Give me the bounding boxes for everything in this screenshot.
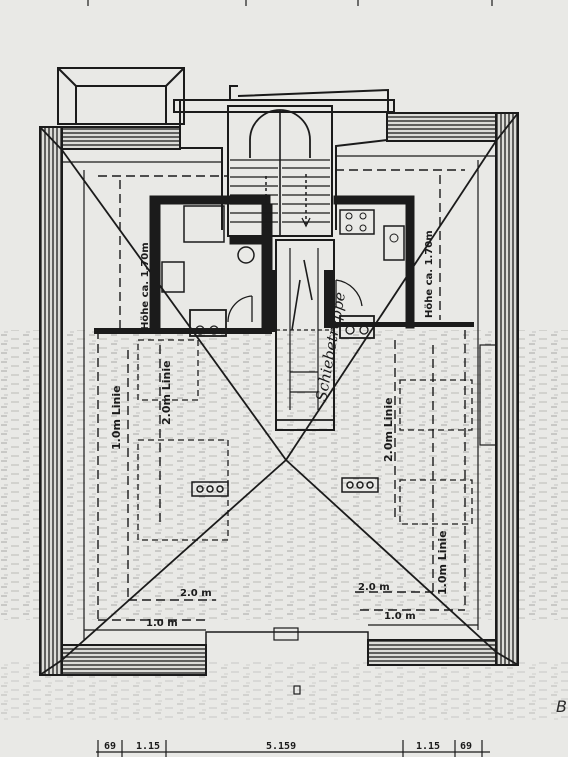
height-lines bbox=[97, 169, 466, 621]
roof-ridge-lines bbox=[39, 112, 519, 676]
dim-2: 1.15 bbox=[136, 741, 160, 752]
corner-mark: B bbox=[556, 697, 567, 716]
dim-1: 69 bbox=[104, 741, 116, 752]
small-marks bbox=[87, 0, 493, 695]
sliding-ladder bbox=[275, 239, 335, 431]
outer-walls bbox=[39, 112, 519, 676]
label-2m-left: 2.0 m bbox=[180, 588, 212, 599]
label-1m-line-left: 1.0m Linie bbox=[110, 385, 123, 450]
inner-outline bbox=[62, 85, 497, 645]
dimension-line bbox=[96, 740, 490, 757]
dim-3: 5.159 bbox=[266, 741, 296, 752]
knee-walls bbox=[94, 270, 474, 334]
label-1m-right: 1.0 m bbox=[384, 611, 416, 622]
label-2m-right: 2.0 m bbox=[358, 582, 390, 593]
label-1m-left: 1.0 m bbox=[146, 618, 178, 629]
radiators bbox=[191, 477, 379, 497]
dimension-labels: 69 1.15 5.159 1.15 69 bbox=[104, 741, 472, 752]
label-height-left: Höhe ca. 1.70m bbox=[140, 242, 151, 330]
label-2m-line-right: 2.0m Linie bbox=[382, 397, 395, 462]
label-1m-line-right: 1.0m Linie bbox=[436, 530, 449, 595]
dim-4: 1.15 bbox=[416, 741, 440, 752]
dim-5: 69 bbox=[460, 741, 472, 752]
label-height-right: Höhe ca. 1.70m bbox=[424, 230, 435, 318]
scan-noise bbox=[0, 330, 568, 620]
chimney-block bbox=[57, 67, 185, 125]
staircase bbox=[227, 105, 333, 237]
label-2m-line-left: 2.0m Linie bbox=[160, 360, 173, 425]
